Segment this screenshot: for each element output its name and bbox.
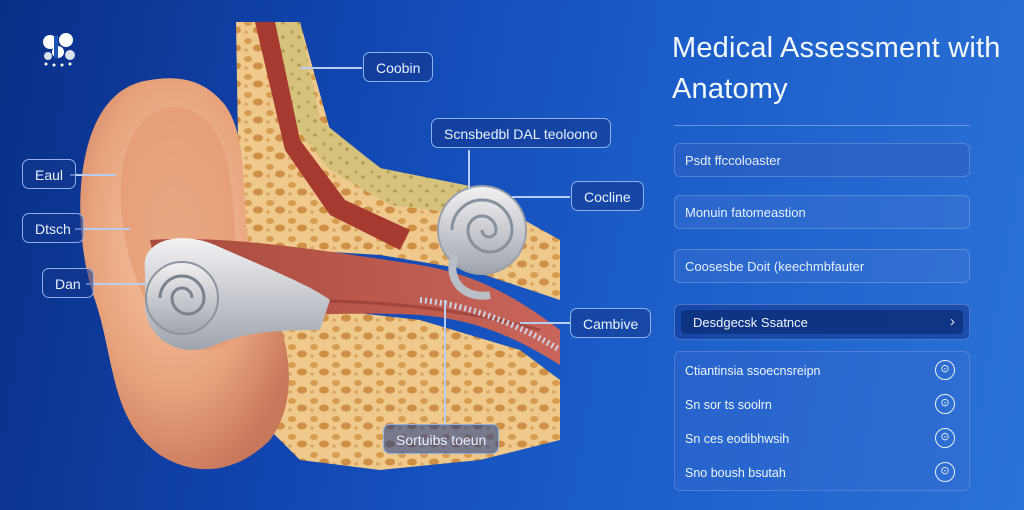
info-icon[interactable]: ⊙	[935, 360, 955, 380]
leader-line	[300, 67, 362, 69]
callout-top: Coobin	[363, 52, 434, 82]
callout-ear: Eaul	[22, 159, 77, 189]
leader-line	[86, 283, 146, 285]
list-item[interactable]: Sn ces eodibhwsih ⊙	[685, 422, 959, 456]
form-field-2[interactable]: Monuin fatomeastion	[674, 195, 970, 229]
leader-line	[468, 150, 470, 190]
ear-anatomy-illustration	[80, 22, 562, 470]
list-item[interactable]: Sno boush bsutah ⊙	[685, 456, 959, 490]
list-item-label: Sn ces eodibhwsih	[685, 432, 790, 446]
list-item-label: Sn sor ts soolrn	[685, 398, 772, 412]
callout-right-lower: Cambive	[570, 308, 652, 338]
divider	[674, 125, 970, 126]
dropdown-selected-value: Desdgecsk Ssatnce	[681, 310, 963, 334]
callout-upper-mid: Scnsbedbl DAL teoloono	[431, 118, 611, 148]
leader-line	[520, 322, 570, 324]
chevron-right-icon: ›	[950, 313, 955, 330]
logo-icon	[43, 33, 75, 67]
assessment-dropdown[interactable]: Desdgecsk Ssatnce ›	[674, 304, 970, 340]
list-item-label: Ctiantinsia ssoecnsreipn	[685, 364, 821, 378]
list-item[interactable]: Ctiantinsia ssoecnsreipn ⊙	[685, 354, 959, 388]
list-item[interactable]: Sn sor ts soolrn ⊙	[685, 388, 959, 422]
leader-line	[70, 174, 116, 176]
callout-cochlea: Cocline	[571, 181, 644, 211]
leader-line	[75, 228, 130, 230]
info-icon[interactable]: ⊙	[935, 428, 955, 448]
callout-auricle: Dtsch	[22, 213, 84, 243]
form-field-1[interactable]: Psdt ffccoloaster	[674, 143, 970, 177]
assessment-list: Ctiantinsia ssoecnsreipn ⊙ Sn sor ts soo…	[674, 351, 970, 491]
info-icon[interactable]: ⊙	[935, 394, 955, 414]
callout-bottom: Sortuibs toeun	[383, 424, 500, 454]
list-item-label: Sno boush bsutah	[685, 466, 786, 480]
leader-line	[444, 300, 446, 424]
page-title: Medical Assessment with Anatomy	[672, 32, 1001, 105]
leader-line	[512, 196, 570, 198]
form-field-3[interactable]: Coosesbe Doit (keechmbfauter	[674, 249, 970, 283]
info-icon[interactable]: ⊙	[935, 462, 955, 482]
callout-canal: Dan	[42, 268, 94, 298]
